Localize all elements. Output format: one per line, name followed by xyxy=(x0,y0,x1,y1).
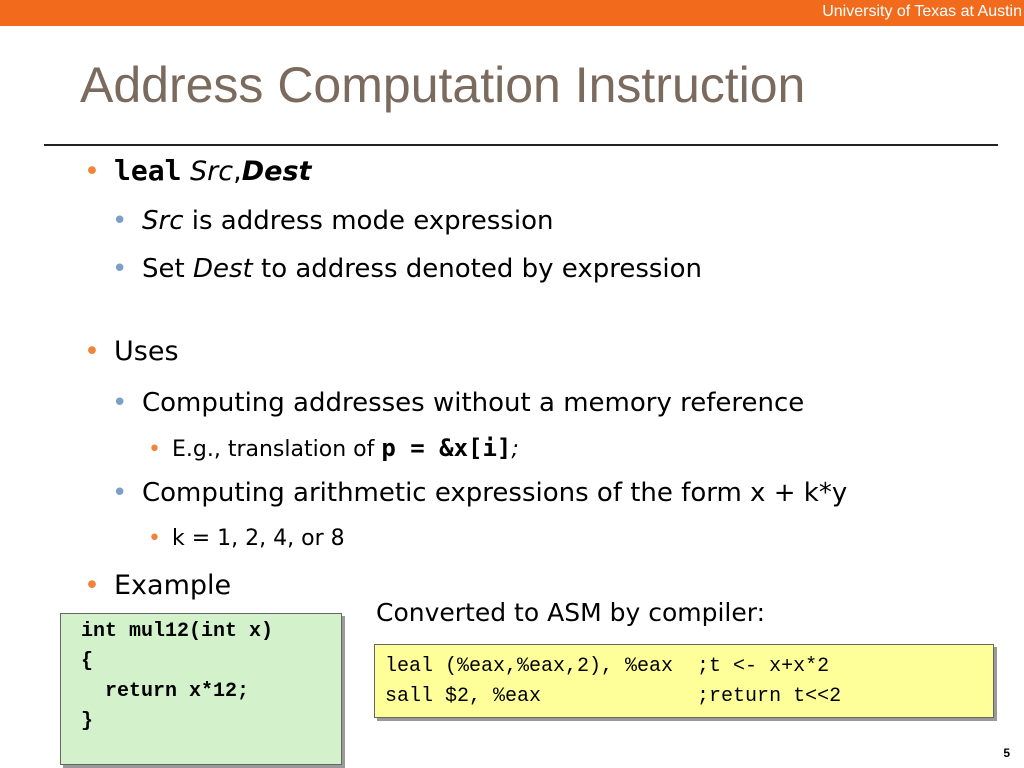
uses-label: Uses xyxy=(114,336,179,367)
c-code-box: int mul12(int x) { return x*12; } xyxy=(60,613,342,765)
bullet-dest: • Set Dest to address denoted by expressi… xyxy=(112,254,702,284)
leal-dest: Dest xyxy=(241,156,312,187)
asm-code-line: leal (%eax,%eax,2), %eax ;t <- x+x*2 xyxy=(385,655,830,678)
dest-term: Dest xyxy=(192,254,253,284)
c-code-line: return x*12; xyxy=(81,680,250,703)
dest-desc: to address denoted by expression xyxy=(252,254,703,284)
c-code-line: } xyxy=(81,710,94,733)
header-bar: University of Texas at Austin xyxy=(0,0,1024,26)
asm-code-line: sall $2, %eax ;return t<<2 xyxy=(385,685,842,708)
bullet-leal: • leal Src,Dest xyxy=(84,154,311,187)
dest-pre: Set xyxy=(142,254,193,284)
eg-text: E.g., translation of xyxy=(172,437,382,462)
bullet-computing-arith: • Computing arithmetic expressions of the… xyxy=(112,478,847,508)
eg-semicolon: ; xyxy=(511,437,519,462)
eg-code: p = &x[i] xyxy=(381,434,512,462)
k-values-text: k = 1, 2, 4, or 8 xyxy=(172,526,345,551)
asm-code-box: leal (%eax,%eax,2), %eax ;t <- x+x*2 sal… xyxy=(374,644,994,718)
bullet-icon: • xyxy=(112,388,128,418)
bullet-src: • Src is address mode expression xyxy=(112,206,553,236)
leal-mnemonic: leal xyxy=(114,154,182,187)
university-label: University of Texas at Austin xyxy=(822,3,1022,20)
computing-arith-text: Computing arithmetic expressions of the … xyxy=(142,478,848,508)
bullet-icon: • xyxy=(112,478,128,508)
c-code-line: int mul12(int x) xyxy=(81,620,274,643)
bullet-uses: • Uses xyxy=(84,336,179,367)
example-label: Example xyxy=(114,570,232,601)
bullet-icon: • xyxy=(112,254,128,284)
bullet-icon: • xyxy=(148,526,161,551)
computing-addresses-text: Computing addresses without a memory ref… xyxy=(142,388,805,418)
title-divider xyxy=(44,144,998,146)
bullet-icon: • xyxy=(112,206,128,236)
leal-src: Src xyxy=(190,156,234,187)
bullet-example: • Example xyxy=(84,570,231,601)
bullet-icon: • xyxy=(148,437,161,462)
bullet-eg: • E.g., translation of p = &x[i]; xyxy=(148,434,519,462)
bullet-computing-addresses: • Computing addresses without a memory re… xyxy=(112,388,804,418)
src-term: Src xyxy=(142,206,184,236)
c-code-line: { xyxy=(81,650,94,673)
bullet-k-values: • k = 1, 2, 4, or 8 xyxy=(148,526,345,551)
asm-caption: Converted to ASM by compiler: xyxy=(376,598,765,627)
bullet-icon: • xyxy=(84,156,100,187)
bullet-icon: • xyxy=(84,336,100,367)
slide-title: Address Computation Instruction xyxy=(80,57,806,113)
leal-comma: , xyxy=(233,156,242,187)
src-desc: is address mode expression xyxy=(183,206,554,236)
page-number: 5 xyxy=(1003,746,1010,760)
bullet-icon: • xyxy=(84,570,100,601)
